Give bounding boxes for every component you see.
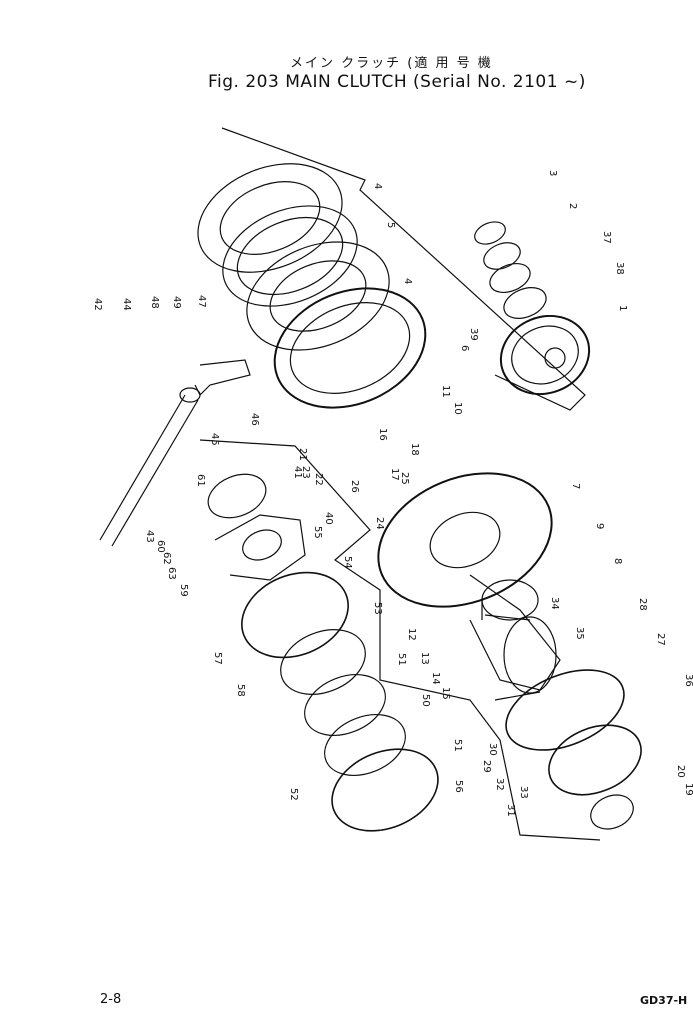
callout-16: 16 [377, 428, 388, 441]
callout-13: 13 [419, 652, 430, 665]
cover-53 [241, 571, 349, 659]
bearing-41 [207, 473, 267, 519]
callout-56: 56 [453, 780, 464, 793]
callout-2: 2 [567, 203, 578, 209]
callout-17: 17 [389, 468, 400, 481]
callout-12: 12 [406, 628, 417, 641]
callout-40: 40 [323, 512, 334, 525]
callout-27: 27 [655, 633, 666, 646]
callout-49: 49 [171, 296, 182, 309]
callout-23: 23 [300, 466, 311, 479]
callout-50: 50 [420, 694, 431, 707]
callout-34: 34 [549, 597, 560, 610]
callout-38: 38 [614, 262, 625, 275]
flange-56 [331, 748, 439, 832]
callout-18: 18 [409, 443, 420, 456]
callout-6: 6 [459, 345, 470, 351]
callout-62: 62 [161, 552, 172, 565]
bracket-upper [221, 127, 586, 411]
bearing-37 [489, 263, 531, 293]
callout-41: 41 [292, 466, 303, 479]
document-code: GD37-H [640, 994, 688, 1007]
bearing-case-40 [214, 514, 306, 581]
callout-43: 43 [144, 530, 155, 543]
callout-31: 31 [505, 804, 516, 817]
callout-19: 19 [683, 783, 693, 796]
cover-28 [505, 669, 625, 751]
clutch-plate-4-lower [246, 241, 390, 351]
callout-labels: 1 2 3 4 5 4 6 7 8 9 10 11 12 13 14 15 16… [92, 170, 693, 817]
bracket-mid [199, 439, 601, 841]
callout-10: 10 [452, 402, 463, 415]
plate-50 [280, 629, 366, 695]
lever-47 [194, 359, 251, 397]
callout-7: 7 [570, 483, 581, 489]
callout-39: 39 [468, 328, 479, 341]
callout-5: 5 [385, 222, 396, 228]
callout-26: 26 [349, 480, 360, 493]
ring-2 [483, 242, 521, 270]
shift-shaft-42 [99, 387, 201, 547]
callout-53: 53 [372, 602, 383, 615]
cap-36 [590, 794, 634, 830]
callout-4b: 4 [402, 278, 413, 284]
pressure-plate-6 [273, 287, 427, 409]
callout-37: 37 [601, 231, 612, 244]
callout-52: 52 [288, 788, 299, 801]
callout-8: 8 [612, 558, 623, 564]
callout-14: 14 [430, 672, 441, 685]
callout-22: 22 [313, 473, 324, 486]
callout-25: 25 [399, 472, 410, 485]
callout-61: 61 [195, 474, 206, 487]
plate-51 [304, 674, 386, 736]
callout-45: 45 [209, 433, 220, 446]
callout-29: 29 [481, 760, 492, 773]
callout-1: 1 [617, 305, 628, 311]
page-number: 2-8 [100, 992, 122, 1007]
callout-47: 47 [196, 295, 207, 308]
callout-51: 51 [396, 653, 407, 666]
spring-drum-35 [484, 614, 557, 701]
clutch-housing-7 [377, 472, 561, 691]
callout-15: 15 [440, 687, 451, 700]
callout-44: 44 [121, 298, 132, 311]
callout-48: 48 [149, 296, 160, 309]
callout-58: 58 [235, 684, 246, 697]
callout-42: 42 [92, 298, 103, 311]
callout-35: 35 [574, 627, 585, 640]
callout-3: 3 [547, 170, 558, 176]
callout-4: 4 [372, 183, 383, 189]
callout-46: 46 [249, 413, 260, 426]
callout-28: 28 [637, 598, 648, 611]
gear-ring-27 [548, 724, 642, 796]
callout-32: 32 [494, 778, 505, 791]
snap-ring-3 [474, 221, 506, 245]
callout-30: 30 [487, 743, 498, 756]
hub-ring [324, 714, 406, 776]
diagram-title: Fig. 203 MAIN CLUTCH (Serial No. 2101 ~) [208, 72, 586, 92]
callout-21: 21 [297, 448, 308, 461]
callout-36: 36 [683, 674, 693, 687]
callout-33: 33 [518, 786, 529, 799]
retainer-38 [503, 287, 547, 319]
callout-51b: 51 [452, 739, 463, 752]
cylinder-34 [481, 579, 539, 621]
callout-9: 9 [594, 523, 605, 529]
callout-59: 59 [178, 584, 189, 597]
callout-57: 57 [212, 652, 223, 665]
callout-54: 54 [342, 556, 353, 569]
callout-55: 55 [312, 526, 323, 539]
callout-11: 11 [440, 385, 451, 398]
drive-gear-1 [499, 314, 591, 396]
callout-24: 24 [374, 517, 385, 530]
callout-60: 60 [155, 540, 166, 553]
clutch-plate-5 [222, 205, 358, 307]
callout-20: 20 [675, 765, 686, 778]
callout-63: 63 [166, 567, 177, 580]
diagram-title-japanese: メイン クラッチ (適 用 号 機 [290, 56, 493, 71]
clutch-plate-4-upper [197, 163, 343, 273]
